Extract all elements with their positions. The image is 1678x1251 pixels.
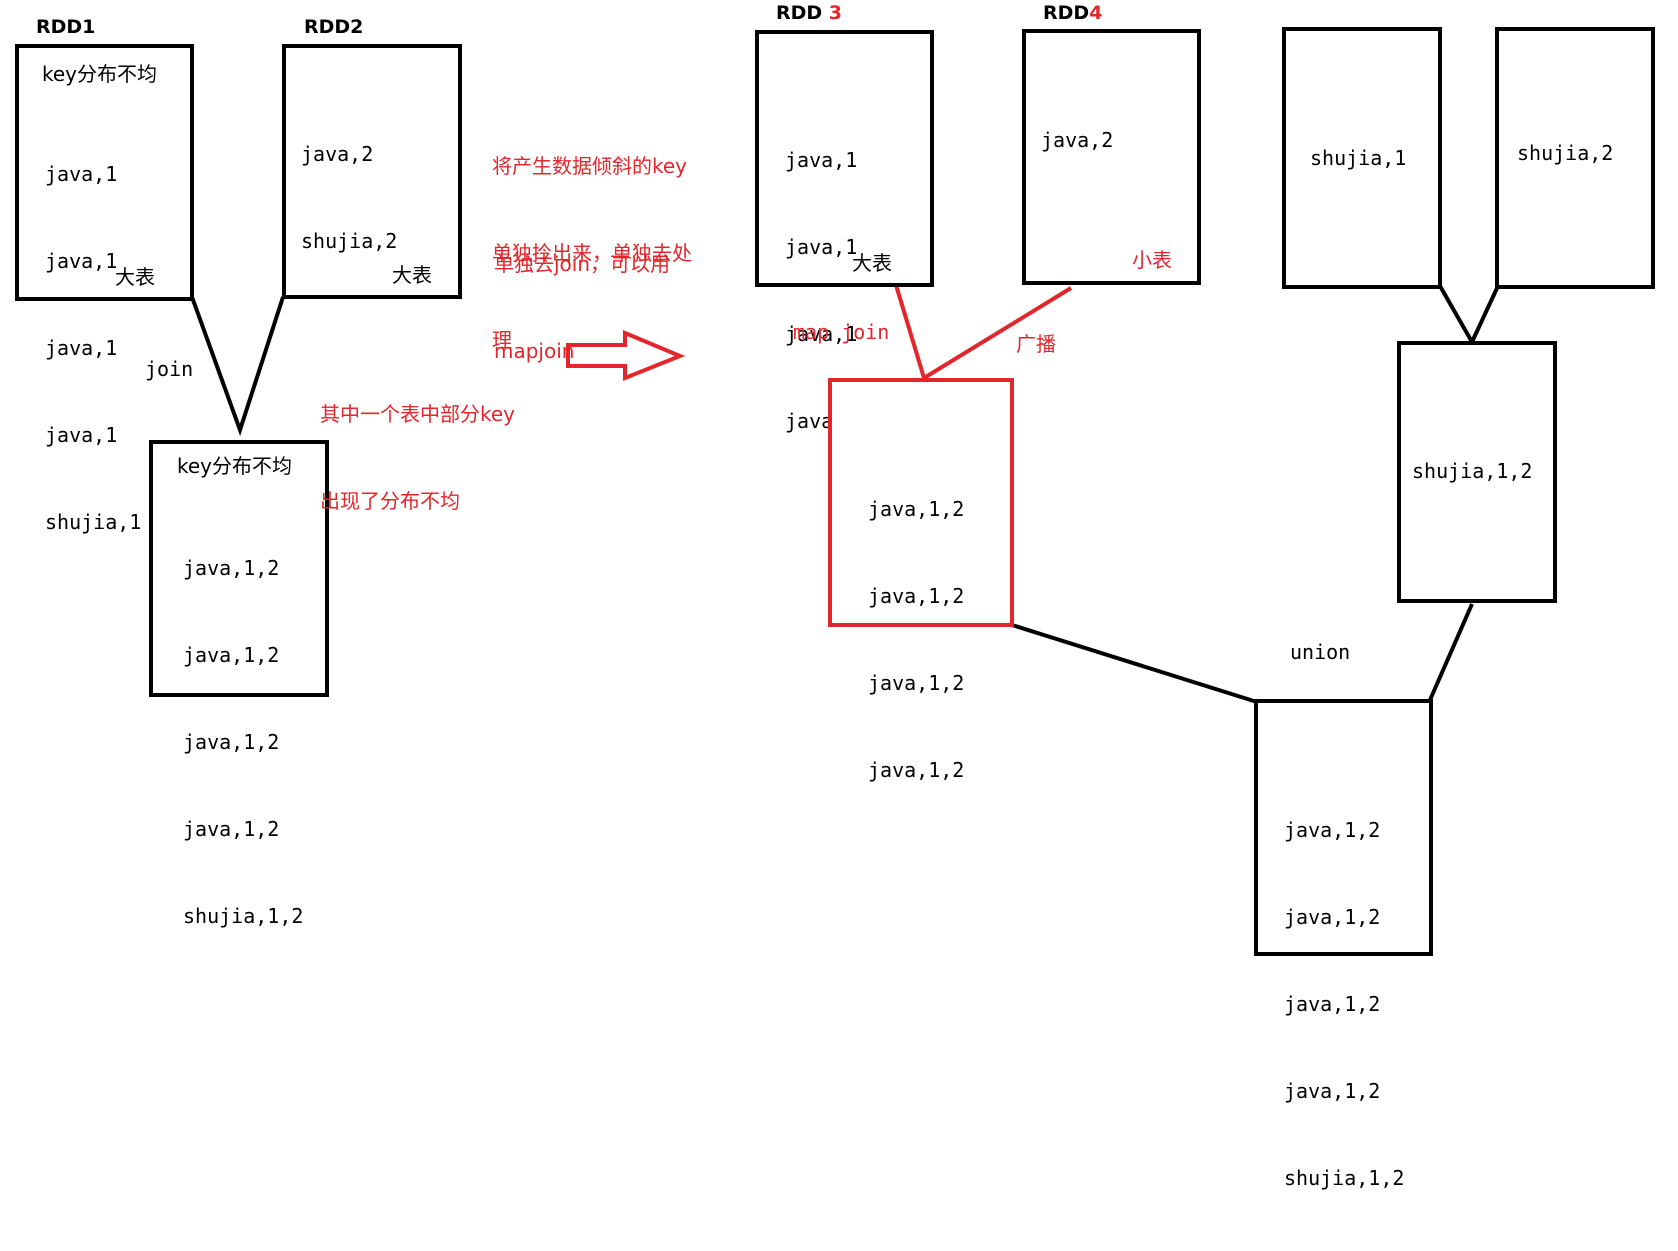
- transform-arrow: [566, 329, 686, 381]
- mapjoin-result-row: java,1,2: [868, 497, 965, 521]
- rdd4-title: RDD4: [1043, 2, 1102, 24]
- mapjoin-result-rows: java,1,2 java,1,2 java,1,2 java,1,2: [868, 437, 964, 843]
- rdd1-row: java,1: [45, 249, 118, 273]
- rdd3-box: java,1 java,1 java,1 java,1 大表: [755, 30, 934, 433]
- joined-row: java,1,2: [183, 817, 280, 841]
- shujia-box-a: shujia,1: [1282, 27, 1442, 289]
- rdd3-row: java,1: [785, 148, 858, 172]
- rdd2-box: java,2 shujia,2 大表: [282, 44, 462, 299]
- rdd3-title-prefix: RDD: [776, 2, 829, 24]
- union-result-box: java,1,2 java,1,2 java,1,2 java,1,2 shuj…: [1254, 699, 1433, 1190]
- union-label: union: [1290, 640, 1351, 664]
- mapjoin-result-row: java,1,2: [868, 671, 965, 695]
- mapjoin-note-line: 单独去join，可以用: [494, 252, 671, 276]
- rdd1-box: key分布不均 java,1 java,1 java,1 java,1 shuj…: [15, 44, 194, 534]
- union-result-row: java,1,2: [1284, 905, 1381, 929]
- mapjoin-result-row: java,1,2: [868, 758, 965, 782]
- rdd4-footer: 小表: [1132, 248, 1172, 272]
- partial-key-note-line: 出现了分布不均: [320, 489, 460, 513]
- rdd3-footer: 大表: [852, 251, 892, 275]
- connector-layer: [190, 284, 1500, 704]
- rdd1-row: shujia,1: [45, 510, 142, 534]
- rdd1-title: RDD1: [36, 16, 96, 38]
- rdd2-rows: java,2 shujia,2: [301, 82, 397, 314]
- joined-row: java,1,2: [183, 730, 280, 754]
- broadcast-label: 广播: [1016, 332, 1056, 356]
- union-result-row: java,1,2: [1284, 1079, 1381, 1103]
- rdd3-title-number: 3: [828, 2, 843, 24]
- mapjoin-note: 单独去join，可以用 mapjoin: [494, 192, 670, 395]
- joined-rows: java,1,2 java,1,2 java,1,2 java,1,2 shuj…: [183, 496, 303, 989]
- rdd4-row: java,2: [1041, 128, 1114, 152]
- join-label: join: [145, 357, 194, 381]
- rdd4-title-number: 4: [1089, 2, 1103, 24]
- rdd1-row: java,1: [45, 162, 118, 186]
- rdd3-row: java,1: [785, 235, 858, 259]
- joined-row: java,1,2: [183, 556, 280, 580]
- skew-note: 将产生数据倾斜的key 单独拎出来，单独去处 理: [492, 94, 692, 384]
- shujia-joined-box: shujia,1,2: [1397, 341, 1557, 603]
- shujia-box-b-text: shujia,2: [1517, 141, 1614, 165]
- union-result-rows: java,1,2 java,1,2 java,1,2 java,1,2 shuj…: [1284, 758, 1404, 1251]
- rdd1-footer: 大表: [115, 265, 155, 289]
- join-connector: [190, 296, 285, 437]
- partial-key-note: 其中一个表中部分key 出现了分布不均: [320, 342, 515, 545]
- shujia-box-a-text: shujia,1: [1310, 146, 1407, 170]
- map-join-connector: [894, 284, 926, 379]
- union-result-row: java,1,2: [1284, 992, 1381, 1016]
- rdd3-title: RDD 3: [776, 2, 842, 24]
- rdd4-box: java,2 小表: [1022, 29, 1201, 285]
- shujia-joined-text: shujia,1,2: [1412, 459, 1533, 483]
- rdd3-row: java,1: [785, 322, 858, 346]
- skew-note-line: 单独拎出来，单独去处: [492, 241, 692, 265]
- mapjoin-result-row: java,1,2: [868, 584, 965, 608]
- union-connector-right: [1428, 603, 1474, 701]
- rdd2-footer: 大表: [392, 263, 432, 287]
- union-result-row: shujia,1,2: [1284, 1166, 1405, 1190]
- broadcast-connector: [922, 286, 1073, 380]
- shujia-join-connector: [1438, 285, 1500, 347]
- joined-result-box: key分布不均 java,1,2 java,1,2 java,1,2 java,…: [149, 440, 329, 928]
- rdd1-row: java,1: [45, 336, 118, 360]
- partial-key-note-line: 其中一个表中部分key: [320, 402, 516, 426]
- rdd2-title: RDD2: [304, 16, 364, 38]
- union-result-row: java,1,2: [1284, 818, 1381, 842]
- mapjoin-result-box: java,1,2 java,1,2 java,1,2 java,1,2: [828, 378, 1014, 782]
- joined-row: shujia,1,2: [183, 904, 304, 928]
- rdd1-row: java,1: [45, 423, 118, 447]
- mapjoin-note-line: mapjoin: [494, 339, 575, 363]
- rdd2-row: java,2: [301, 142, 374, 166]
- skew-note-line: 理: [492, 328, 512, 352]
- rdd4-rows: java,2: [1041, 68, 1113, 213]
- rdd2-row: shujia,2: [301, 229, 398, 253]
- rdd1-rows: java,1 java,1 java,1 java,1 shujia,1: [45, 102, 141, 595]
- rdd4-title-prefix: RDD: [1043, 2, 1090, 24]
- skew-note-line: 将产生数据倾斜的key: [492, 154, 688, 178]
- shujia-box-b: shujia,2: [1495, 27, 1655, 289]
- joined-header: key分布不均: [177, 454, 293, 478]
- union-connector-left: [1011, 623, 1258, 704]
- rdd1-header: key分布不均: [42, 62, 158, 86]
- joined-row: java,1,2: [183, 643, 280, 667]
- map-join-label: map join: [793, 320, 890, 344]
